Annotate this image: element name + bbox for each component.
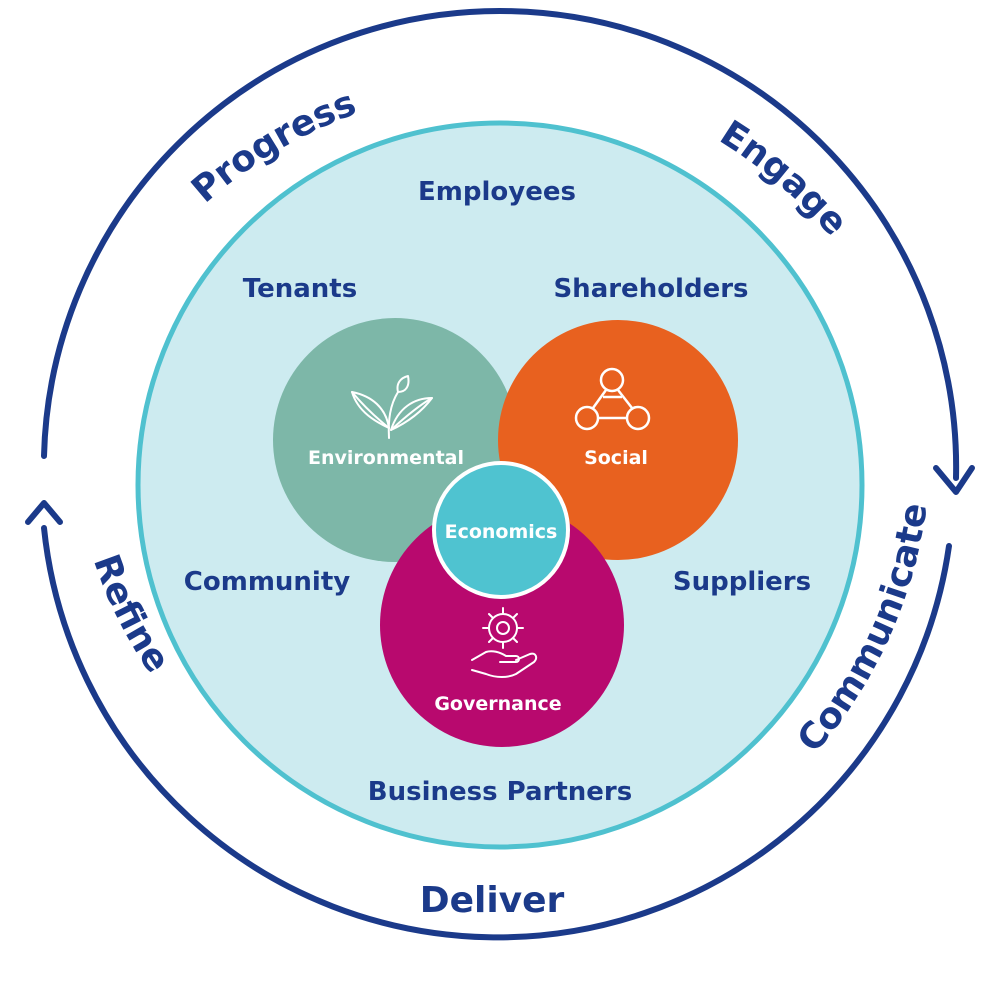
pillar-label-social: Social [584,447,648,469]
stakeholder-employees: Employees [418,177,576,207]
cycle-ring [41,7,960,941]
arrow-up-icon [25,500,63,525]
cycle-arc-bottom [41,525,952,941]
leaves-icon [351,375,433,439]
gear-hand-icon [471,607,538,678]
stakeholder-shareholders: Shareholders [553,274,748,304]
stakeholder-business-partners: Business Partners [368,777,632,807]
pillar-label-economics: Economics [445,521,558,543]
cycle-label-deliver: Deliver [420,880,565,921]
network-triangle-icon [574,367,651,431]
cycle-arc-top [41,7,960,481]
stakeholder-tenants: Tenants [243,274,357,304]
economics-circle [432,461,570,599]
pillar-label-environmental: Environmental [308,447,464,469]
stakeholder-community: Community [184,567,350,597]
arrow-down-icon [933,465,975,495]
stakeholder-suppliers: Suppliers [673,567,811,597]
pillar-label-governance: Governance [434,693,561,715]
